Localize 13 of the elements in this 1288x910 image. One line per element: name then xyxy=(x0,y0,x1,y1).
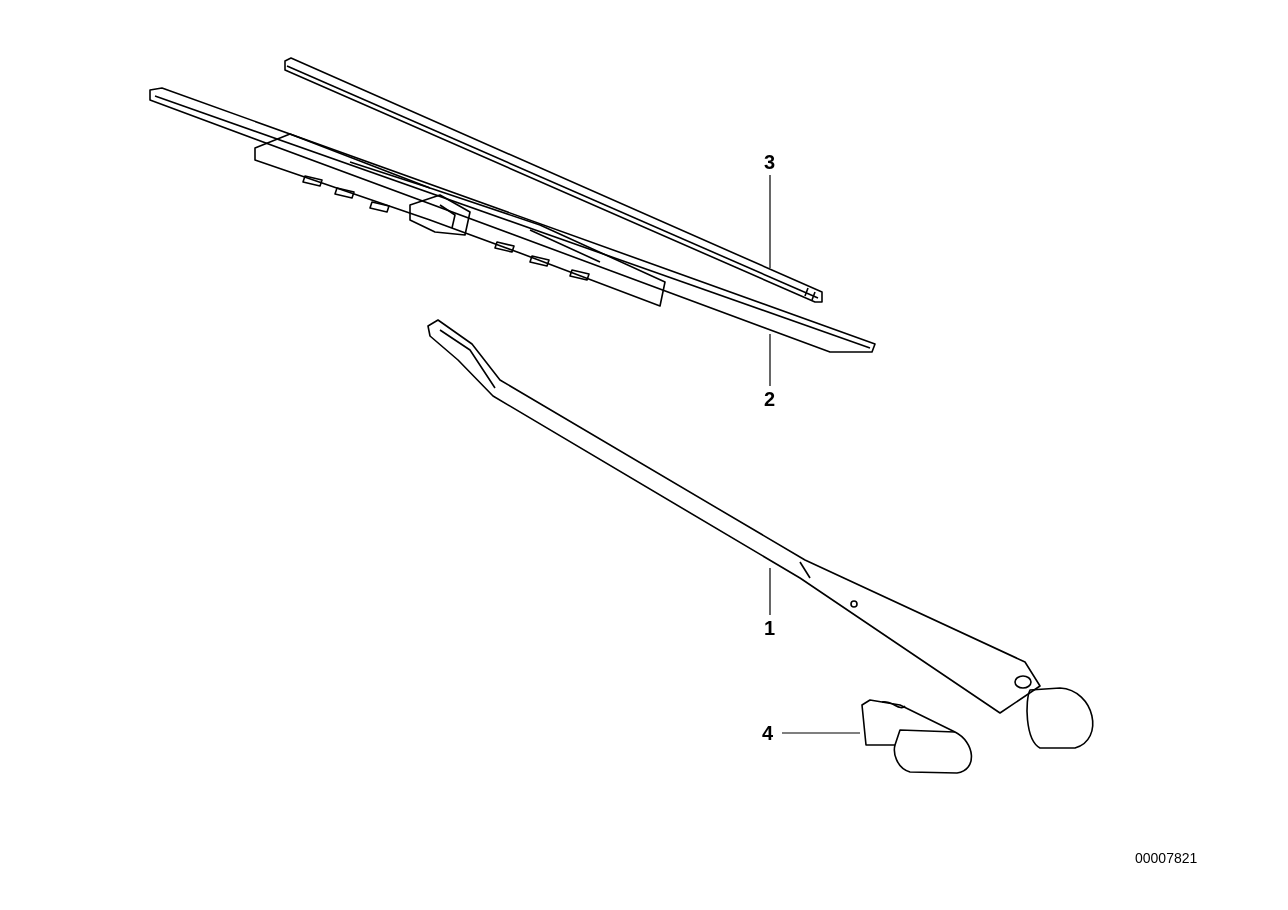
leader-line xyxy=(769,333,771,387)
leader-line xyxy=(769,567,771,616)
callout-number: 1 xyxy=(764,617,776,639)
drawing-number: 00007821 xyxy=(1135,850,1198,866)
leader-line xyxy=(781,732,861,734)
wiper-blade-drawing xyxy=(149,87,876,353)
wiper-cap-drawing xyxy=(861,699,973,774)
callout-number: 2 xyxy=(764,388,776,410)
wiper-arm-drawing xyxy=(427,319,1094,749)
callout-number: 4 xyxy=(762,722,774,744)
leader-line xyxy=(769,174,771,269)
callout-number: 3 xyxy=(764,151,776,173)
rubber-insert-drawing xyxy=(284,57,823,303)
